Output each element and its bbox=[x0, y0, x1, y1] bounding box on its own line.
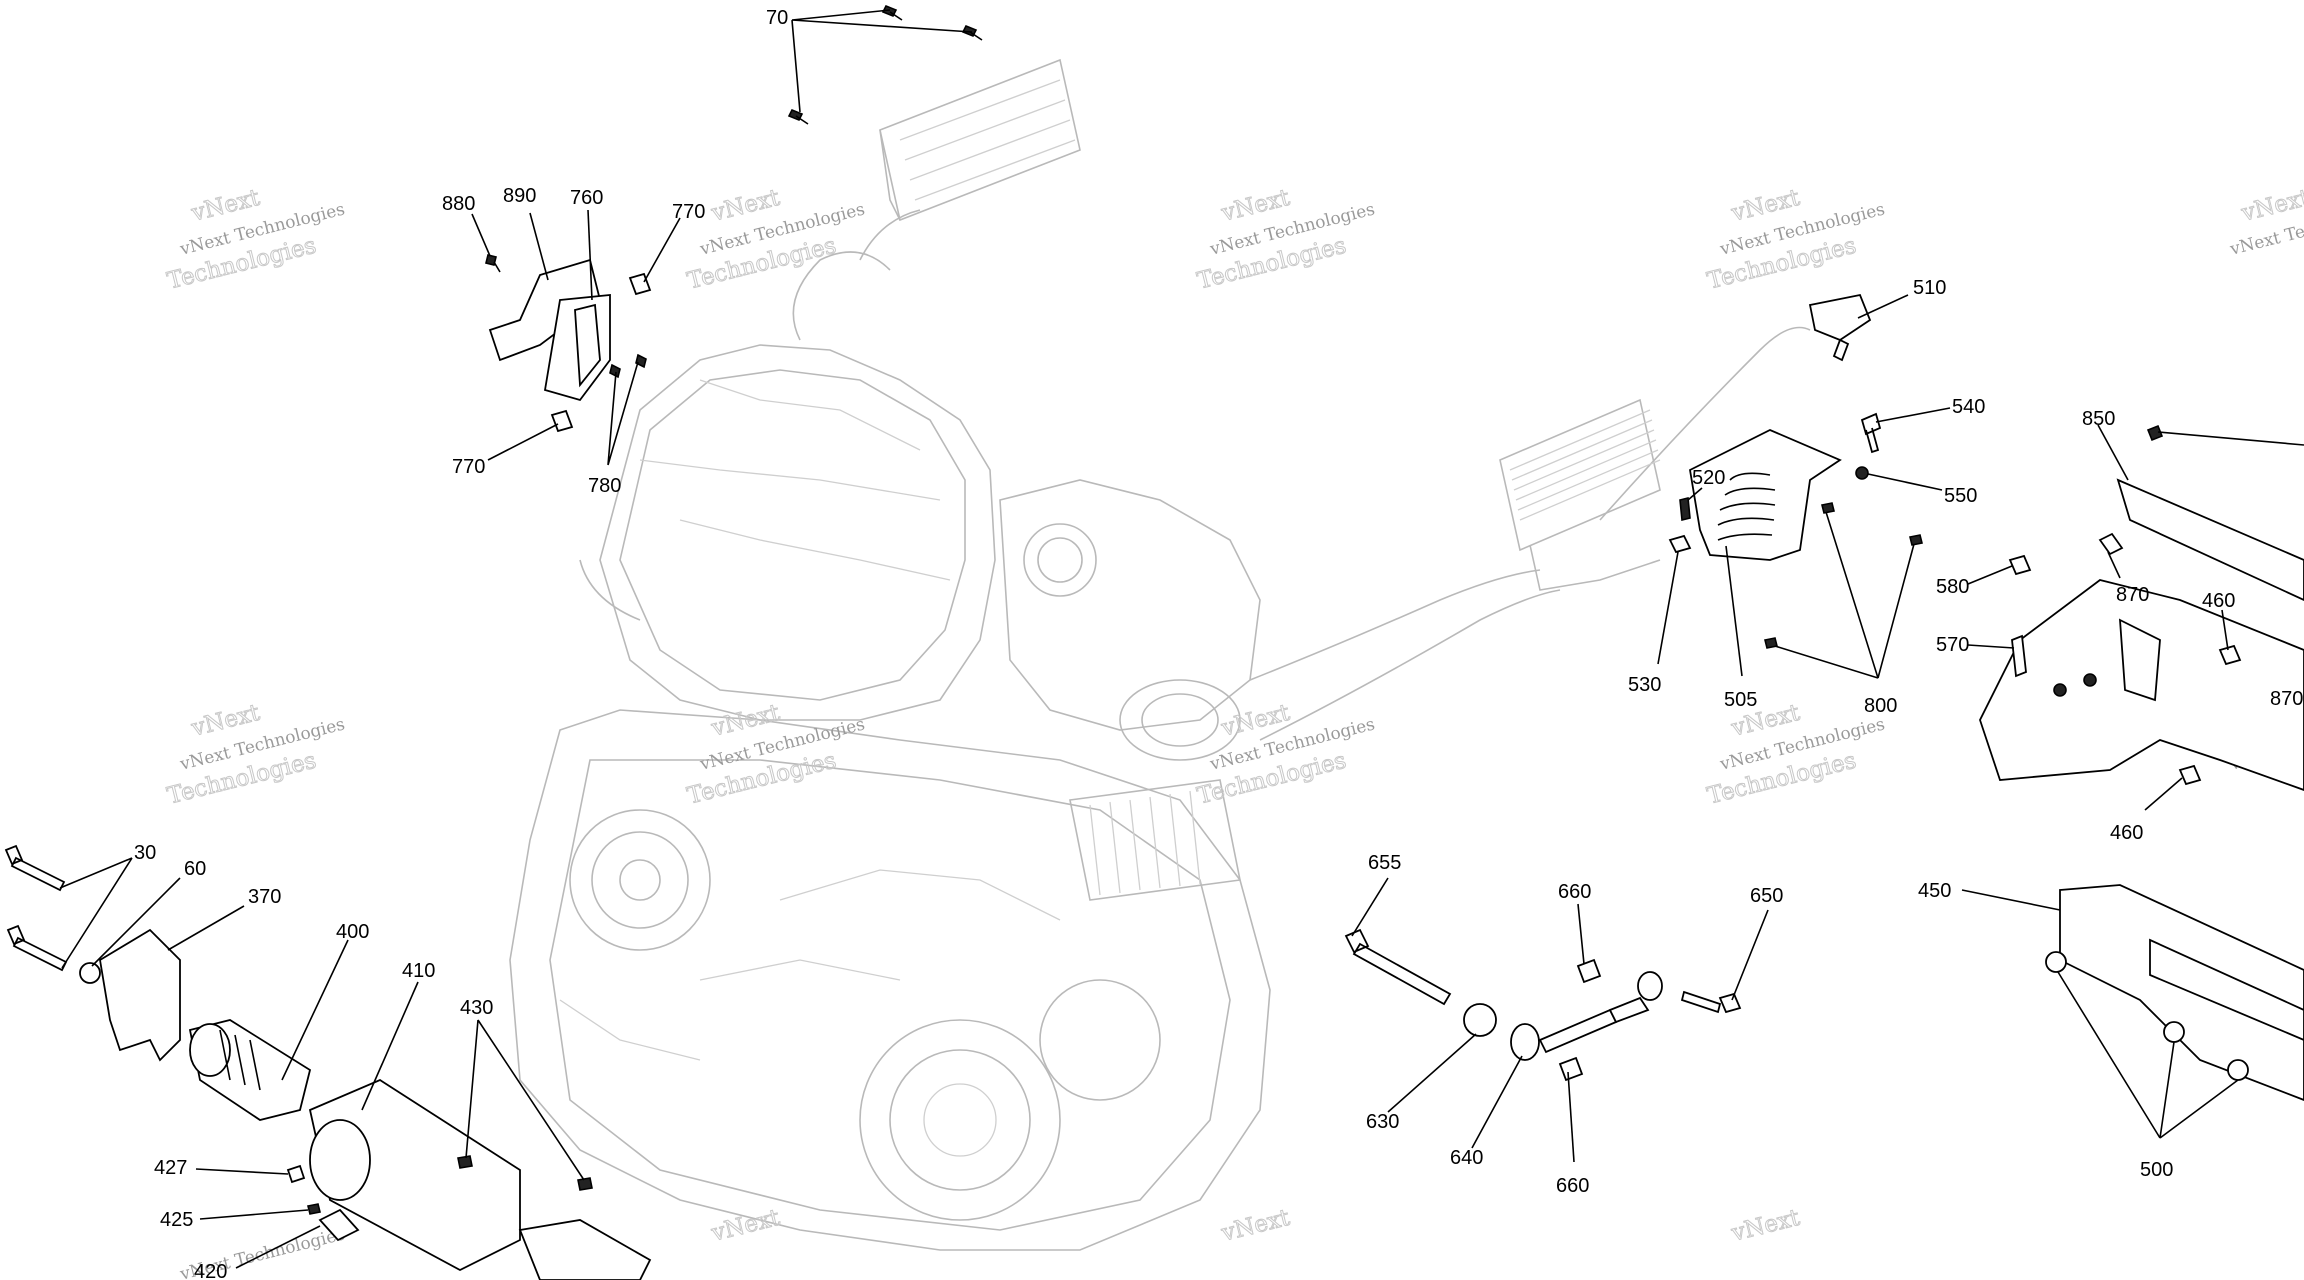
callout-420: 420 bbox=[194, 1261, 227, 1280]
callout-890: 890 bbox=[503, 185, 536, 207]
callout-410: 410 bbox=[402, 960, 435, 982]
callout-70: 70 bbox=[766, 7, 788, 29]
callout-660-bottom: 660 bbox=[1556, 1175, 1589, 1197]
callout-540: 540 bbox=[1952, 396, 1985, 418]
watermark-vnext: vNext bbox=[1218, 1205, 1293, 1247]
callout-580: 580 bbox=[1936, 576, 1969, 598]
callout-655: 655 bbox=[1368, 852, 1401, 874]
watermark-vnext: vNext bbox=[1728, 185, 1803, 227]
callout-460-top: 460 bbox=[2202, 590, 2235, 612]
callout-570: 570 bbox=[1936, 634, 1969, 656]
callout-880: 880 bbox=[442, 193, 475, 215]
callout-530: 530 bbox=[1628, 674, 1661, 696]
watermark-vnext: vNext bbox=[1728, 1205, 1803, 1247]
watermark-vnext: vNext bbox=[1218, 185, 1293, 227]
watermark-vnext: vNext bbox=[708, 1205, 783, 1247]
callout-460-bottom: 460 bbox=[2110, 822, 2143, 844]
callout-505: 505 bbox=[1724, 689, 1757, 711]
callout-640: 640 bbox=[1450, 1147, 1483, 1169]
watermark-vnext: vNext bbox=[708, 185, 783, 227]
callout-450: 450 bbox=[1918, 880, 1951, 902]
callout-550: 550 bbox=[1944, 485, 1977, 507]
parts-line-art bbox=[4, 4, 2304, 1280]
callout-630: 630 bbox=[1366, 1111, 1399, 1133]
callout-760: 760 bbox=[570, 187, 603, 209]
callout-770-top: 770 bbox=[672, 201, 705, 223]
callout-370: 370 bbox=[248, 886, 281, 908]
callout-labels: 70 880 890 760 770 770 780 510 540 550 5… bbox=[134, 7, 2303, 1280]
callout-800: 800 bbox=[1864, 695, 1897, 717]
leader-lines bbox=[59, 9, 2239, 1269]
callout-430: 430 bbox=[460, 997, 493, 1019]
callout-660-top: 660 bbox=[1558, 881, 1591, 903]
callout-60: 60 bbox=[184, 858, 206, 880]
callout-850: 850 bbox=[2082, 408, 2115, 430]
callout-400: 400 bbox=[336, 921, 369, 943]
callout-427: 427 bbox=[154, 1157, 187, 1179]
watermark-vnext: vNext bbox=[188, 700, 263, 742]
callout-520: 520 bbox=[1692, 467, 1725, 489]
callout-30: 30 bbox=[134, 842, 156, 864]
callout-510: 510 bbox=[1913, 277, 1946, 299]
callout-650: 650 bbox=[1750, 885, 1783, 907]
watermark-vnext: vNext bbox=[2238, 185, 2304, 227]
watermark-vnext: vNext bbox=[188, 185, 263, 227]
callout-425: 425 bbox=[160, 1209, 193, 1231]
watermark-vnext: vNext bbox=[1218, 700, 1293, 742]
engine-ghost-drawing bbox=[509, 58, 1811, 1251]
callout-780: 780 bbox=[588, 475, 621, 497]
callout-870-a: 870 bbox=[2116, 584, 2149, 606]
watermark-vnext: vNext bbox=[708, 700, 783, 742]
callout-500: 500 bbox=[2140, 1159, 2173, 1181]
callout-770-bottom: 770 bbox=[452, 456, 485, 478]
callout-870-b: 870 bbox=[2270, 688, 2303, 710]
